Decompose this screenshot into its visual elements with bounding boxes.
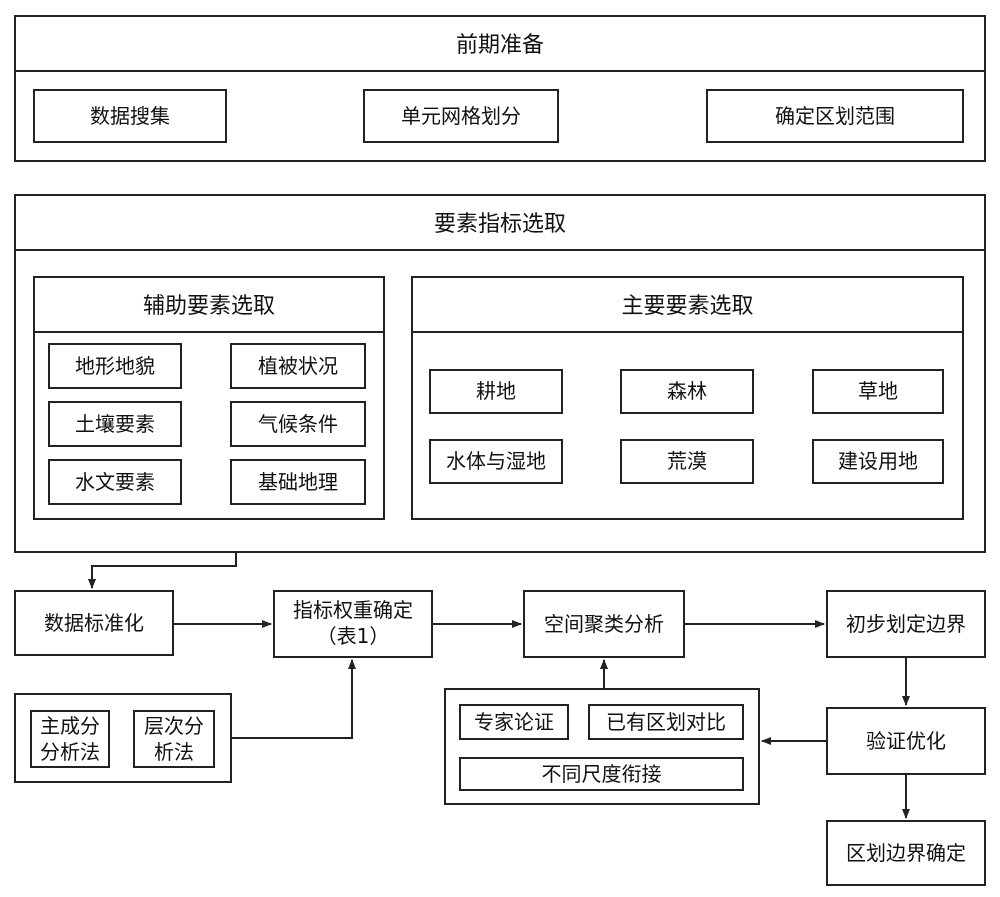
arrow-selection-to-standardize xyxy=(88,553,237,589)
aux-item-soil: 土壤要素 xyxy=(48,401,182,447)
flow-preliminary-boundary: 初步划定边界 xyxy=(826,590,986,658)
weight-label-line2: （表1） xyxy=(316,623,390,648)
flow-data-standardization: 数据标准化 xyxy=(14,590,174,656)
flow-verify-optimize: 验证优化 xyxy=(826,707,986,775)
main-item-farmland: 耕地 xyxy=(429,369,563,414)
validation-expert: 专家论证 xyxy=(459,704,569,740)
validation-scale: 不同尺度衔接 xyxy=(459,757,744,791)
main-item-forest: 森林 xyxy=(620,369,754,414)
aux-item-basic-geography: 基础地理 xyxy=(230,459,366,505)
aux-item-hydrology: 水文要素 xyxy=(48,459,182,505)
aux-item-climate: 气候条件 xyxy=(230,401,366,447)
flow-weight-determination xyxy=(273,590,433,658)
aux-item-vegetation: 植被状况 xyxy=(230,343,366,389)
auxiliary-title: 辅助要素选取 xyxy=(33,276,385,333)
method-pca xyxy=(30,710,110,768)
weight-label-line1: 指标权重确定 xyxy=(293,597,413,622)
aux-item-terrain: 地形地貌 xyxy=(48,343,182,389)
main-title: 主要要素选取 xyxy=(411,276,964,333)
validation-compare: 已有区划对比 xyxy=(588,704,744,740)
pca-label-line1: 主成分 xyxy=(40,713,100,738)
flow-spatial-clustering: 空间聚类分析 xyxy=(523,590,685,658)
prep-item-grid-division: 单元网格划分 xyxy=(363,89,559,143)
selection-title: 要素指标选取 xyxy=(14,194,986,251)
method-ahp xyxy=(133,710,215,768)
main-item-construction-land: 建设用地 xyxy=(812,439,944,484)
ahp-label-line1: 层次分 xyxy=(144,713,204,738)
pca-label-line2: 分析法 xyxy=(40,739,100,764)
main-item-water-wetland: 水体与湿地 xyxy=(429,439,563,484)
ahp-label-line2: 析法 xyxy=(154,739,194,764)
prep-item-define-range: 确定区划范围 xyxy=(706,89,964,143)
prep-item-data-collection: 数据搜集 xyxy=(33,89,227,143)
flow-final-boundary: 区划边界确定 xyxy=(826,820,986,886)
main-item-grassland: 草地 xyxy=(812,369,944,414)
prep-title: 前期准备 xyxy=(14,15,986,72)
arrow-methods-to-weight xyxy=(232,659,356,739)
main-item-desert: 荒漠 xyxy=(620,439,754,484)
